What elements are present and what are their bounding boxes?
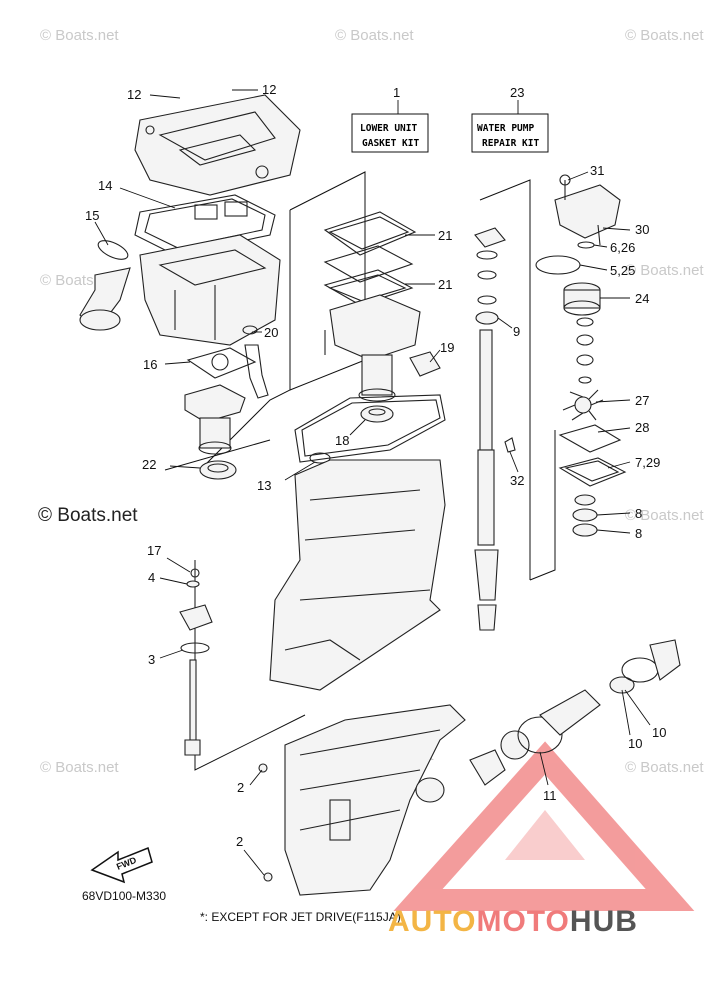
- kit-box-lower-unit-line1: LOWER UNIT: [360, 123, 417, 134]
- o-rings-pump: [535, 241, 595, 275]
- callout-2-lower: 2: [236, 834, 243, 849]
- gasket-16: [186, 347, 257, 379]
- oil-strainer: [79, 240, 131, 331]
- drain-screw-2: [258, 763, 273, 882]
- callout-28: 28: [635, 420, 649, 435]
- watermark-top-left: © Boats.net: [40, 27, 119, 44]
- callout-3: 3: [148, 652, 155, 667]
- callout-15: 15: [85, 208, 99, 223]
- logo-triangle: [393, 741, 695, 911]
- logo-part-auto: AUTO: [388, 905, 477, 938]
- kit-box-lower-unit-line2: GASKET KIT: [362, 138, 419, 149]
- callout-30: 30: [635, 222, 649, 237]
- callout-32: 32: [510, 473, 524, 488]
- callout-21-lower: 21: [438, 277, 452, 292]
- frame-lines: [164, 171, 556, 771]
- plate-729: [558, 457, 627, 487]
- kit-box-water-pump: WATER PUMP REPAIR KIT: [471, 100, 549, 153]
- watermark-top-right: © Boats.net: [625, 27, 704, 44]
- callout-numbers: 12 12 1 23 14 15 16 20 22 21 21 19 18 13…: [85, 82, 666, 849]
- key-32: [504, 437, 516, 453]
- water-tube-20: [242, 325, 269, 399]
- diagram-code: 68VD100-M330: [82, 889, 167, 903]
- leader-lines: [94, 89, 651, 876]
- callout-1: 1: [393, 85, 400, 100]
- gasket-28: [558, 424, 622, 453]
- callout-31: 31: [590, 163, 604, 178]
- callout-12-left: 12: [127, 87, 141, 102]
- shift-rod: [179, 568, 213, 756]
- callout-24: 24: [635, 291, 649, 306]
- gasket-13: [294, 394, 446, 464]
- callout-18: 18: [335, 433, 349, 448]
- exhaust-housing: [139, 234, 281, 346]
- bearings-8: [572, 494, 598, 537]
- callout-19: 19: [440, 340, 454, 355]
- watermark-boats-brand: © Boats.net: [38, 505, 138, 526]
- watermark-mid-right: © Boats.net: [625, 262, 704, 279]
- lower-case-gearcase: [284, 704, 466, 896]
- callout-6-26: 6,26: [610, 240, 635, 255]
- adapter-assembly: [184, 384, 246, 455]
- callout-8-upper: 8: [635, 506, 642, 521]
- callout-20: 20: [264, 325, 278, 340]
- grommet-19: [409, 351, 441, 377]
- callout-23: 23: [510, 85, 524, 100]
- gasket-14: [134, 194, 276, 256]
- callout-8-lower: 8: [635, 526, 642, 541]
- callout-10-left: 10: [628, 736, 642, 751]
- callout-21-upper: 21: [438, 228, 452, 243]
- logo-part-moto: MOTO: [476, 905, 570, 938]
- kit-box-lower-unit: LOWER UNIT GASKET KIT: [351, 100, 429, 153]
- lower-case-upper: [269, 459, 446, 691]
- propeller-shaft-assembly: [415, 639, 681, 803]
- callout-7-29: 7,29: [635, 455, 660, 470]
- extension-case: [324, 294, 421, 402]
- impeller-27: [562, 389, 604, 421]
- callout-14: 14: [98, 178, 112, 193]
- callout-4: 4: [148, 570, 155, 585]
- water-pump-housing: [554, 174, 621, 246]
- callout-11: 11: [543, 788, 557, 803]
- drive-shaft: [474, 227, 506, 631]
- logo-part-hub: HUB: [569, 905, 638, 938]
- oil-seal-18: [360, 405, 394, 423]
- callout-17: 17: [147, 543, 161, 558]
- callout-2-upper: 2: [237, 780, 244, 795]
- callout-22: 22: [142, 457, 156, 472]
- watermark-top-center: © Boats.net: [335, 27, 414, 44]
- callout-13: 13: [257, 478, 271, 493]
- kit-box-water-pump-line2: REPAIR KIT: [482, 138, 539, 149]
- callout-10-right: 10: [652, 725, 666, 740]
- gaskets-21: [323, 211, 417, 306]
- kit-box-water-pump-line1: WATER PUMP: [477, 123, 534, 134]
- watermark-lower-right: © Boats.net: [625, 759, 704, 776]
- callout-16: 16: [143, 357, 157, 372]
- callout-27: 27: [635, 393, 649, 408]
- callout-9: 9: [513, 324, 520, 339]
- watermark-lower-left: © Boats.net: [40, 759, 119, 776]
- pump-small-parts: [576, 317, 594, 384]
- oil-seal-22: [199, 460, 237, 480]
- callout-5-25: 5,25: [610, 263, 635, 278]
- insert-cartridge-24: [563, 282, 601, 316]
- diagram-note: *: EXCEPT FOR JET DRIVE(F115JA): [200, 910, 401, 924]
- fwd-arrow-icon: FWD: [90, 846, 153, 884]
- watermark-right-middle: © Boats.net: [625, 507, 704, 524]
- callout-12-right: 12: [262, 82, 276, 97]
- upper-casing: [134, 94, 301, 196]
- automotohub-logo: AUTOMOTOHUB: [388, 905, 638, 939]
